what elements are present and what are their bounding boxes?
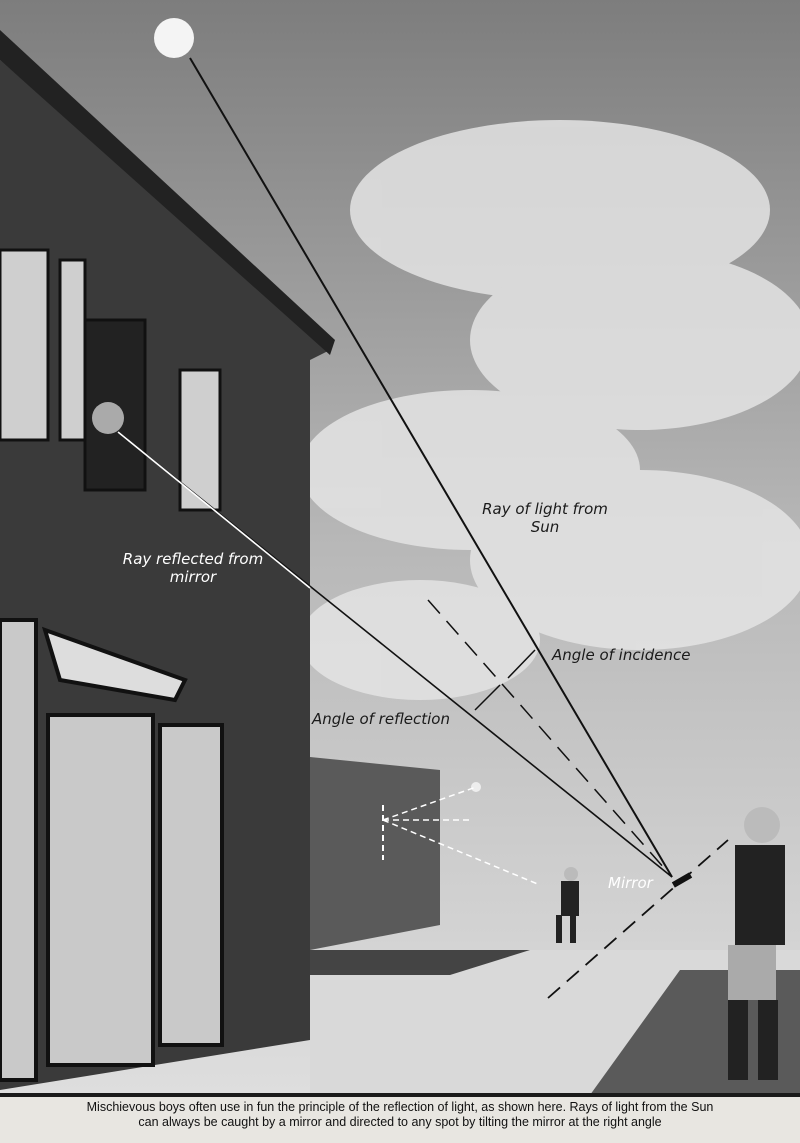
normal-line	[427, 599, 673, 878]
clouds	[300, 120, 800, 700]
light-spot	[471, 782, 481, 792]
label-angle-reflection: Angle of reflection	[312, 710, 450, 728]
caption-line-2: can always be caught by a mirror and dir…	[138, 1115, 662, 1129]
mirror-plane	[547, 839, 729, 999]
garden-wall	[310, 757, 440, 950]
sun	[154, 18, 194, 58]
boy-in-window	[92, 402, 124, 434]
caption-rule	[0, 1093, 800, 1097]
small-boy	[556, 867, 579, 943]
sun-ray	[189, 57, 673, 878]
boy-with-mirror	[671, 807, 785, 1080]
label-ray-reflected: Ray reflected from mirror	[122, 550, 264, 586]
label-ray-from-sun: Ray of light from Sun	[482, 500, 608, 536]
shadow	[310, 950, 530, 975]
label-angle-incidence: Angle of incidence	[552, 646, 691, 664]
label-mirror: Mirror	[608, 874, 653, 892]
caption: Mischievous boys often use in fun the pr…	[0, 1100, 800, 1130]
reflection-illustration	[0, 0, 800, 1095]
lower-windows	[0, 618, 224, 1082]
caption-line-1: Mischievous boys often use in fun the pr…	[86, 1100, 714, 1114]
